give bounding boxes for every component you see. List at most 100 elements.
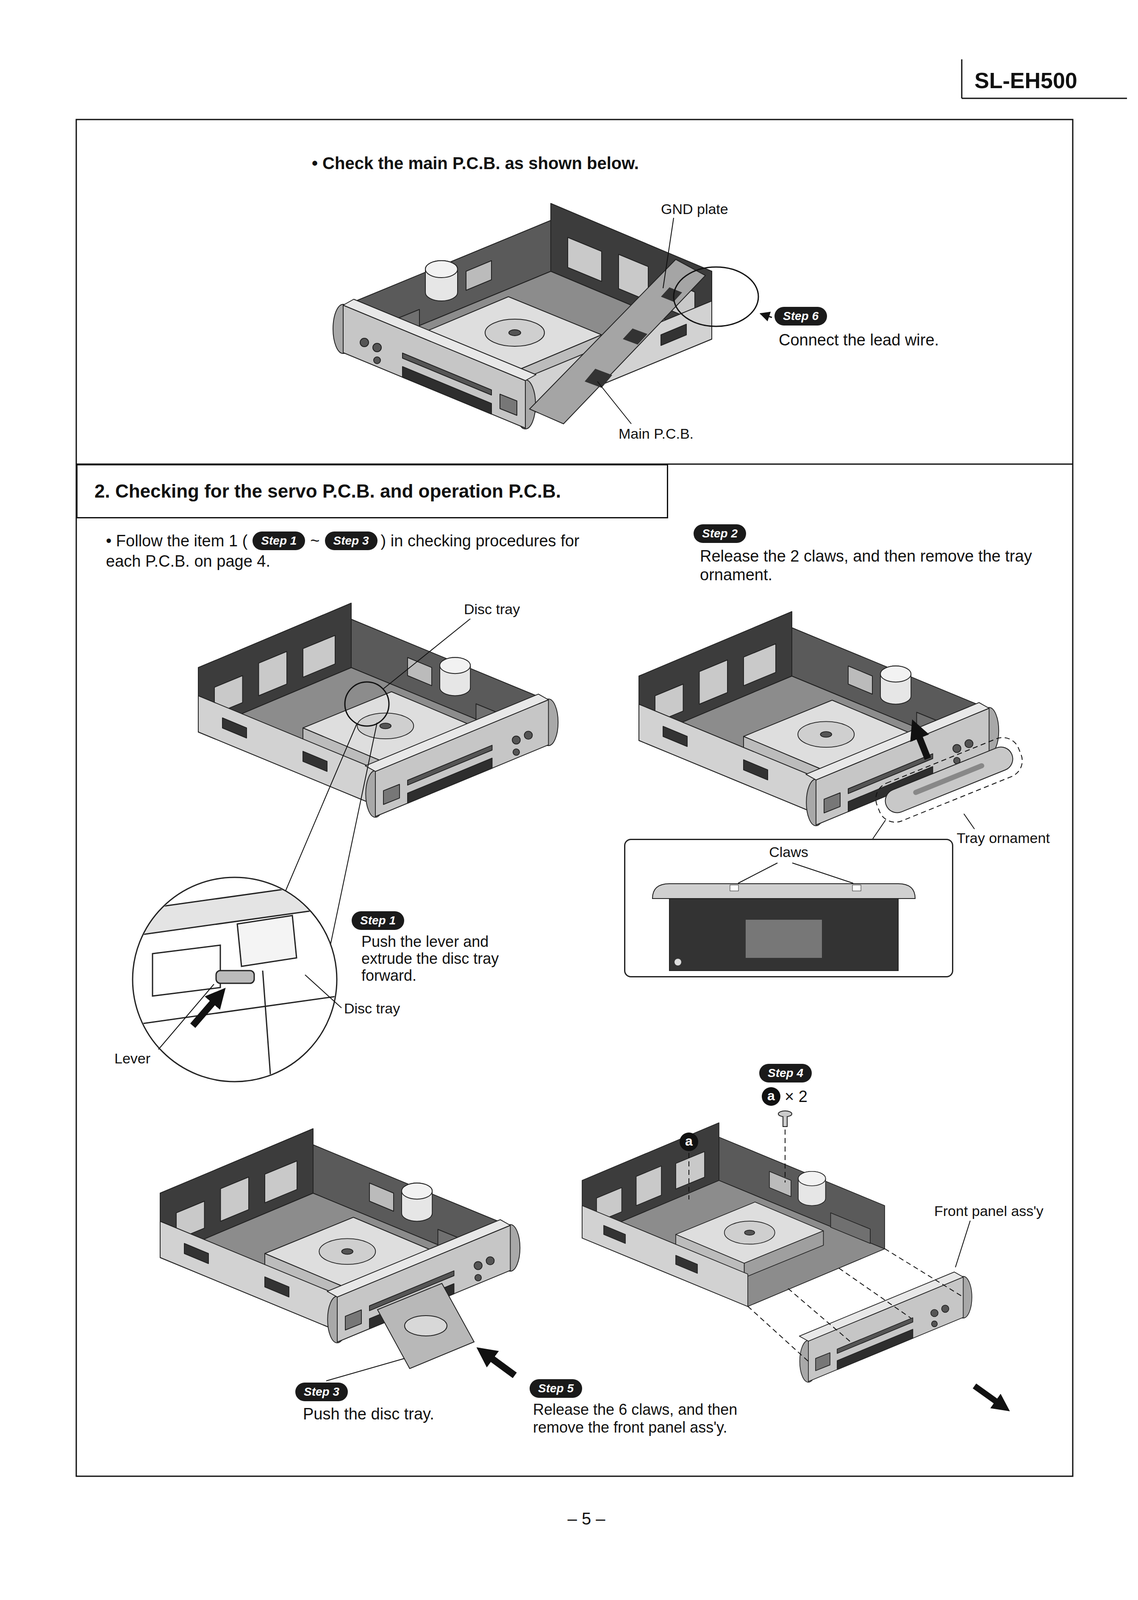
step-text: Connect the lead wire. [778,330,939,350]
lever-detail [237,915,297,966]
main-pcb-illustration [333,299,536,429]
node-text: Step 2 [702,526,738,541]
step-badge: Step 3 [324,531,378,550]
push-tray-illustration [404,1315,447,1336]
main-pcb-illustration [660,287,683,302]
tray-ornament-illustration [881,743,1017,817]
lever-detail [262,970,272,1085]
lever-detail [216,970,255,983]
inset-box: Claws [624,838,954,978]
part-name: Front panel ass'y [934,1202,1044,1219]
step-text: Release the 6 claws, and then remove the… [532,1400,745,1436]
instruction-text: • Follow the item 1 ( [105,530,248,551]
step-text: Release the 2 claws, and then remove the… [699,546,1052,584]
front-panel-removal-illustration [782,1115,788,1127]
section-heading-box: 2. Checking for the servo P.C.B. and ope… [76,463,669,519]
lever-detail [127,872,348,1094]
node-text: Step 6 [782,308,819,324]
lever-detail [192,993,221,1026]
step-badge: Step 1 [252,531,306,550]
front-panel-removal-illustration [955,1220,971,1267]
claws-detail [738,862,778,883]
front-panel-removal-illustration [799,1271,972,1382]
push-tray-illustration [482,1351,515,1375]
disc-tray-illustration [198,602,537,809]
node-text: Step 1 [260,533,297,548]
part-name: Tray ornament [956,829,1050,847]
part-name: Main P.C.B. [618,425,694,442]
front-panel-removal-illustration [582,1110,1005,1407]
node-text: Step 4 [767,1065,804,1080]
node-text: 2. Checking for the servo P.C.B. and ope… [94,480,561,502]
step-text: Push the disc tray. [302,1404,435,1423]
main-pcb-illustration [529,259,706,424]
node-text: Step 3 [303,1384,340,1399]
page-frame [76,59,1127,1476]
node-text: Step 3 [333,533,370,548]
disc-tray-illustration [344,681,389,726]
tray-ornament-illustration [638,611,1028,839]
main-pcb-illustration [622,328,648,345]
quantity: × 2 [784,1086,808,1106]
front-panel-removal-illustration [884,1248,964,1297]
tray-ornament-illustration [912,762,986,796]
lever-detail [127,881,339,937]
step-text: Push the lever and extrude the disc tray… [361,932,536,984]
claws-detail [674,958,682,966]
page-frame [76,119,1073,1476]
part-name: Disc tray [463,600,520,618]
main-pcb-illustration [673,266,759,327]
main-pcb-illustration [584,368,613,388]
front-panel-removal-illustration [778,1110,792,1117]
front-panel-removal-illustration [747,1305,809,1361]
main-pcb-illustration [663,217,674,289]
tray-ornament-illustration [870,732,1028,828]
lever-detail [158,983,214,1050]
node-text: Claws [625,843,953,861]
page-frame [961,59,963,99]
node-text: Step 1 [360,913,396,928]
node-text: Step 5 [538,1380,574,1396]
front-panel-removal-illustration [788,1287,852,1343]
step-badge: Step 2 [693,524,747,543]
model-number: SL-EH500 [974,67,1078,94]
claws-detail [652,883,916,899]
front-panel-removal-illustration [688,1152,690,1200]
node-text: a [761,1086,781,1104]
lever-detail [127,995,339,1026]
step-badge: Step 4 [759,1063,812,1083]
front-panel-removal-illustration [974,1385,1005,1407]
front-panel-removal-illustration [838,1267,911,1318]
lever-detail [127,872,348,1094]
front-panel-removal-illustration [688,1129,964,1361]
step-badge: Step 1 [351,910,405,930]
part-name: Lever [114,1049,151,1067]
step-badge: Step 5 [529,1378,583,1398]
instruction-text: • Check the main P.C.B. as shown below. [311,153,639,173]
lever-detail [305,974,342,1008]
part-name: GND plate [660,200,729,218]
claws-detail [669,898,899,971]
disc-tray-illustration [365,693,558,818]
claws-detail [852,884,861,891]
step-badge: Step 3 [295,1382,348,1401]
lever-detail [132,877,337,1082]
tray-ornament-illustration [915,726,928,759]
callout-letter: a [761,1086,781,1106]
claws-detail [652,862,916,971]
push-tray-illustration [326,1357,405,1381]
claws-detail [729,884,739,891]
push-tray-illustration [327,1219,520,1343]
callout-letter: a [679,1132,699,1151]
part-name: Disc tray [344,999,400,1017]
main-pcb-illustration [760,313,772,318]
tray-ornament-illustration [872,819,886,839]
page-number: – 5 – [560,1508,612,1528]
tray-ornament-illustration [963,813,975,829]
lever-detail [127,872,348,1094]
tray-ornament-illustration [870,732,1028,828]
step-badge: Step 6 [774,306,828,326]
